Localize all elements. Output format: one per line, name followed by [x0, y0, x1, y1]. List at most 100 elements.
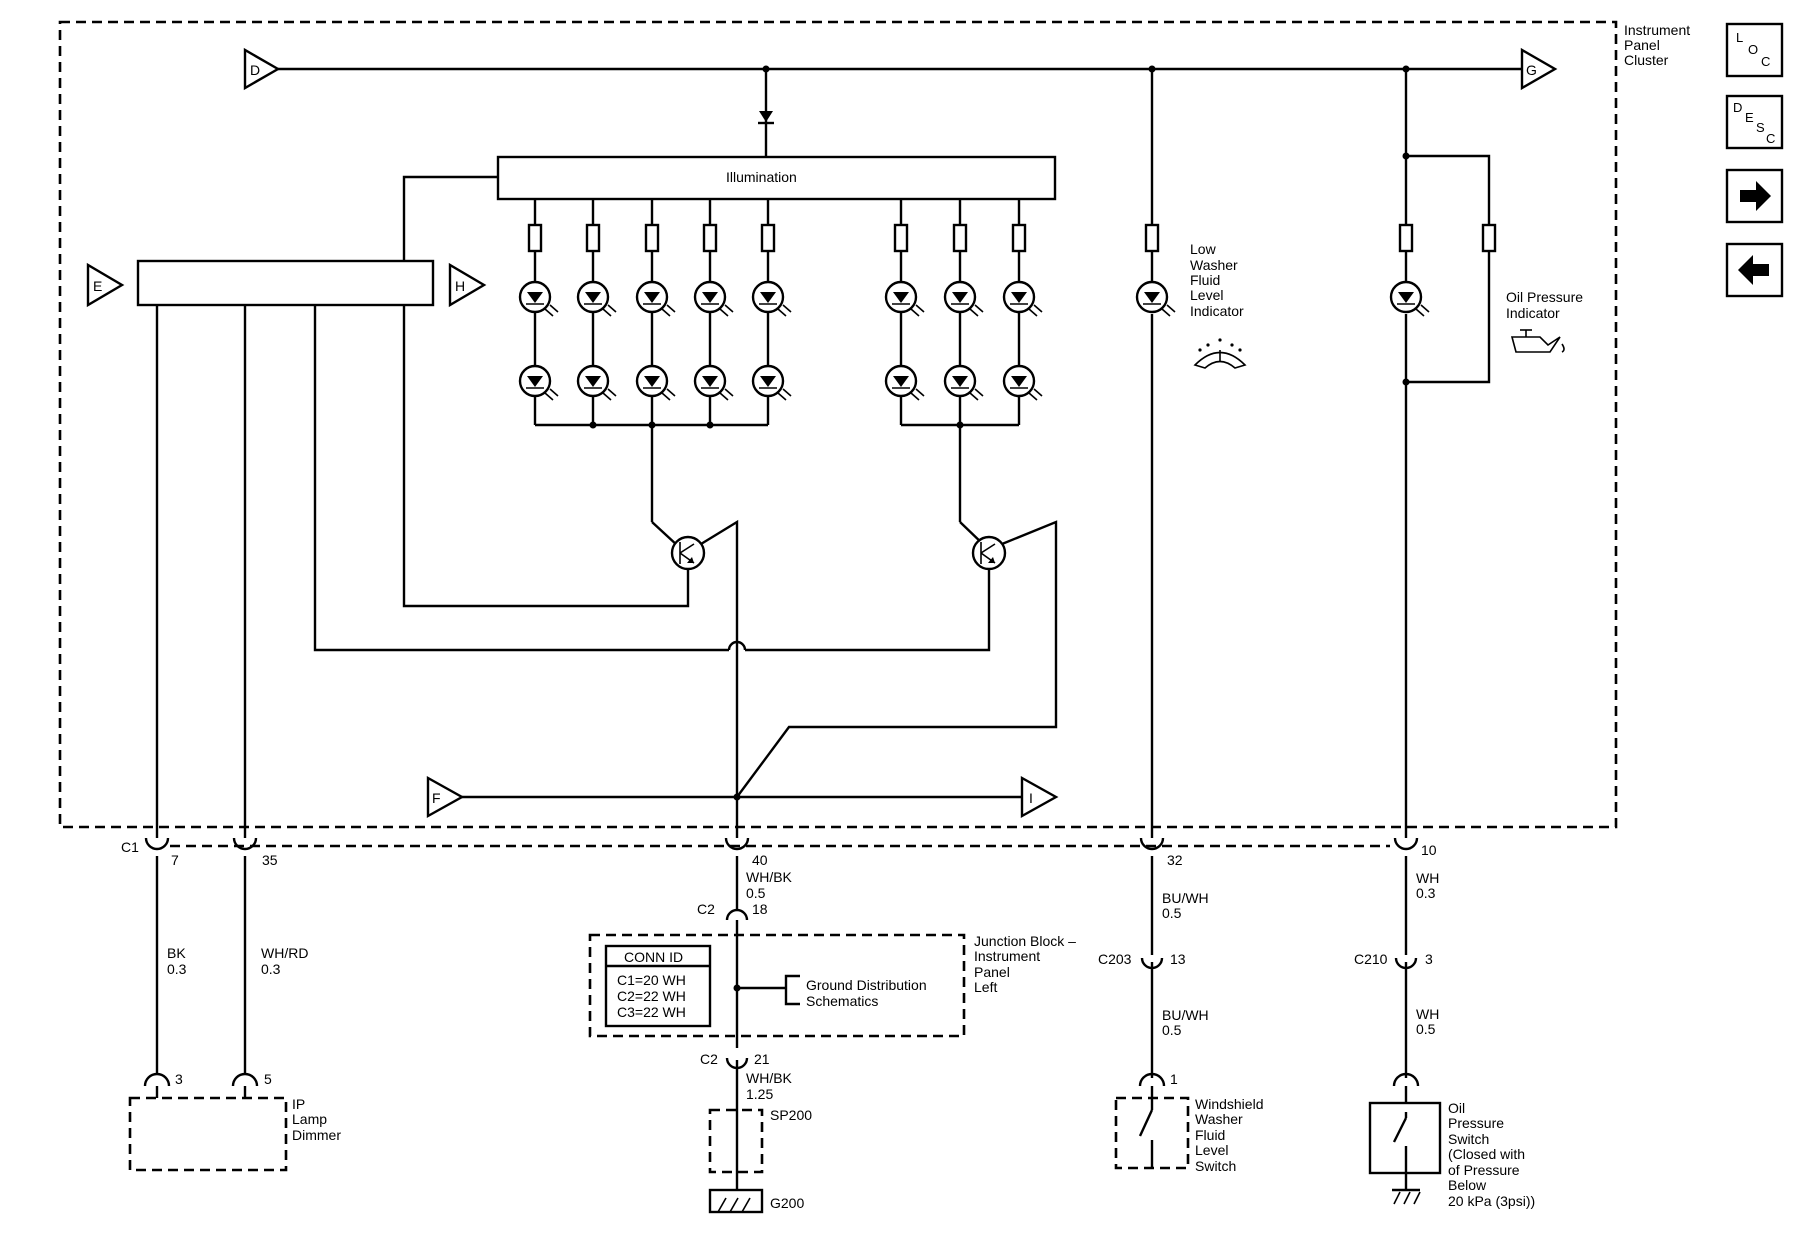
lamp-upper: [1002, 280, 1043, 317]
svg-text:BK: BK: [167, 945, 186, 961]
svg-text:5: 5: [264, 1071, 272, 1087]
wire-wh-bottom: WH 0.5: [1416, 1006, 1439, 1037]
offpage-i: I: [1020, 775, 1059, 819]
svg-text:Fluid: Fluid: [1195, 1127, 1225, 1143]
desc-button[interactable]: D E S C: [1725, 94, 1784, 150]
svg-text:Ground Distribution: Ground Distribution: [806, 977, 927, 993]
wire-buwh-bottom: BU/WH 0.5: [1162, 1007, 1209, 1038]
svg-text:G: G: [1526, 62, 1537, 78]
svg-text:(Closed with: (Closed with: [1448, 1146, 1525, 1162]
svg-text:Switch: Switch: [1195, 1158, 1236, 1174]
svg-text:Instrument: Instrument: [1624, 22, 1690, 38]
svg-text:Left: Left: [974, 979, 997, 995]
svg-text:CONN ID: CONN ID: [624, 949, 683, 965]
conn-id-table: CONN ID C1=20 WH C2=22 WH C3=22 WH: [604, 944, 712, 1028]
svg-text:Cluster: Cluster: [1624, 52, 1669, 68]
ground-distribution-reference[interactable]: Ground Distribution Schematics: [784, 974, 927, 1009]
svg-text:F: F: [432, 790, 441, 806]
c1-pin-40: 40: [752, 852, 768, 868]
svg-text:L: L: [1736, 30, 1743, 45]
svg-text:G200: G200: [770, 1195, 804, 1211]
svg-text:C203: C203: [1098, 951, 1132, 967]
svg-text:Below: Below: [1448, 1177, 1487, 1193]
lamp-lower: [884, 364, 925, 401]
svg-text:D: D: [250, 62, 260, 78]
svg-text:BU/WH: BU/WH: [1162, 1007, 1209, 1023]
lamp-lower: [518, 364, 559, 401]
c1-pin-7: 7: [171, 852, 179, 868]
svg-text:C2=22 WH: C2=22 WH: [617, 988, 686, 1004]
svg-text:O: O: [1748, 42, 1758, 57]
illumination-label: Illumination: [726, 169, 797, 185]
lamp-lower: [1002, 364, 1043, 401]
oil-pressure-lamp-symbol: [1389, 280, 1430, 317]
wire-whrd: WH/RD 0.3: [261, 945, 308, 977]
resistor: [527, 223, 543, 253]
lamp-upper: [751, 280, 792, 317]
c1-connector-pins: [144, 827, 1419, 851]
previous-page-button[interactable]: [1725, 242, 1784, 298]
svg-text:Switch: Switch: [1448, 1131, 1489, 1147]
washer-fluid-icon: [1193, 338, 1247, 369]
next-page-button[interactable]: [1725, 168, 1784, 224]
svg-text:C3=22 WH: C3=22 WH: [617, 1004, 686, 1020]
svg-text:E: E: [1745, 110, 1754, 125]
arrow-left-icon: [1738, 255, 1769, 285]
svg-text:Level: Level: [1190, 287, 1223, 303]
lamp-lower: [751, 364, 792, 401]
svg-text:Windshield: Windshield: [1195, 1096, 1263, 1112]
svg-text:D: D: [1733, 100, 1742, 115]
svg-text:0.5: 0.5: [746, 885, 766, 901]
cluster-label: Instrument Panel Cluster: [1624, 22, 1690, 68]
wire-whbk-top: WH/BK 0.5: [746, 869, 793, 901]
svg-text:0.3: 0.3: [261, 961, 281, 977]
lamp-upper: [943, 280, 984, 317]
arrow-right-icon: [1740, 181, 1771, 211]
svg-text:WH/BK: WH/BK: [746, 1070, 793, 1086]
ip-lamp-dimmer: 3 5 IP Lamp Dimmer: [128, 1071, 341, 1172]
lamp-lower: [943, 364, 984, 401]
oil-can-icon: [1510, 329, 1565, 353]
wire-whbk-bottom: WH/BK 1.25: [746, 1070, 793, 1102]
wire-bk: BK 0.3: [167, 945, 187, 977]
low-washer-indicator-label: Low Washer Fluid Level Indicator: [1190, 241, 1244, 319]
svg-text:BU/WH: BU/WH: [1162, 890, 1209, 906]
svg-text:13: 13: [1170, 951, 1186, 967]
svg-text:C210: C210: [1354, 951, 1388, 967]
c210-connector: C210 3: [1354, 951, 1433, 970]
svg-text:0.5: 0.5: [1162, 1022, 1182, 1038]
svg-text:0.5: 0.5: [1416, 1021, 1436, 1037]
instrument-panel-cluster-outline: [58, 20, 1618, 829]
svg-text:Level: Level: [1195, 1142, 1228, 1158]
svg-text:Panel: Panel: [974, 964, 1010, 980]
lamp-lower: [635, 364, 676, 401]
svg-text:I: I: [1029, 790, 1033, 806]
resistor: [760, 223, 776, 253]
svg-text:1: 1: [1170, 1071, 1178, 1087]
lamp-upper: [635, 280, 676, 317]
oil-pressure-switch: Oil Pressure Switch (Closed with of Pres…: [1368, 1072, 1535, 1209]
offpage-f: F: [426, 775, 465, 819]
svg-text:0.3: 0.3: [167, 961, 187, 977]
offpage-h: H: [448, 262, 487, 308]
offpage-e: E: [86, 262, 125, 308]
ground-g200: G200: [708, 1188, 804, 1214]
svg-text:Junction Block –: Junction Block –: [974, 933, 1076, 949]
low-washer-lamp-symbol: [1135, 280, 1176, 317]
lamp-upper: [518, 280, 559, 317]
loc-button[interactable]: L O C: [1725, 22, 1784, 78]
c1-pin-32: 32: [1167, 852, 1183, 868]
wire-buwh-top: BU/WH 0.5: [1162, 890, 1209, 921]
svg-text:S: S: [1756, 120, 1765, 135]
diode: [759, 111, 773, 122]
svg-text:3: 3: [1425, 951, 1433, 967]
svg-text:20 kPa (3psi)): 20 kPa (3psi)): [1448, 1193, 1535, 1209]
svg-text:WH/BK: WH/BK: [746, 869, 793, 885]
lamp-upper: [576, 280, 617, 317]
resistor: [702, 223, 718, 253]
illumination-block: [496, 155, 1057, 201]
svg-text:of Pressure: of Pressure: [1448, 1162, 1520, 1178]
svg-text:C: C: [1761, 54, 1770, 69]
c1-pin-10: 10: [1421, 842, 1437, 858]
